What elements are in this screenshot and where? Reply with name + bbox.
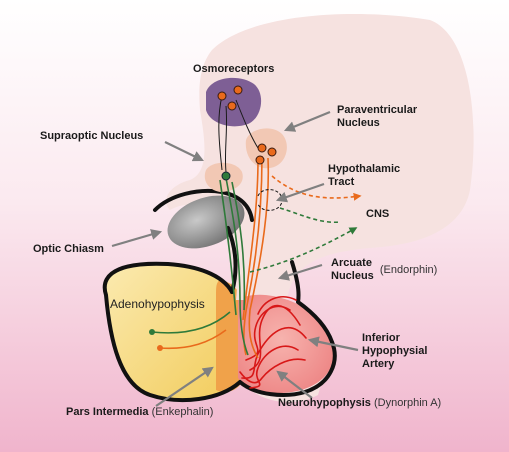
- paraventricular-line1: Paraventricular: [337, 104, 418, 116]
- arcuate-line2-wrap: Nucleus (Endorphin): [331, 264, 437, 283]
- adenohypophysis: [104, 263, 236, 400]
- osmoreceptors-label: Osmoreceptors: [193, 63, 275, 75]
- inferior-line3: Artery: [362, 358, 395, 370]
- inferior-line2: Hypophysial: [362, 345, 428, 357]
- paraventricular-line2: Nucleus: [337, 117, 380, 129]
- optic-chiasm-label: Optic Chiasm: [33, 243, 104, 255]
- neurohypophysis-label: Neurohypophysis (Dynorphin A): [278, 397, 441, 410]
- supraoptic-nucleus-label: Supraoptic Nucleus: [40, 130, 144, 142]
- osmoreceptor-neurons: [217, 85, 243, 111]
- neurohypophysis-name: Neurohypophysis: [278, 397, 371, 409]
- optic-chiasm: [167, 195, 245, 249]
- arcuate-line1: Arcuate: [331, 257, 372, 269]
- inferior-hypophysial-artery-label: Inferior Hypophysial Artery: [362, 332, 427, 371]
- adeno-orange-terminal: [157, 345, 163, 351]
- arcuate-nucleus-label: Arcuate Nucleus (Endorphin): [331, 257, 437, 283]
- arcuate-endorphin: (Endorphin): [379, 264, 438, 276]
- pointer-arrows: [111, 110, 359, 407]
- osmoreceptor-axons: [218, 95, 259, 173]
- adeno-green-terminal: [149, 329, 155, 335]
- paraventricular-neurons: [255, 143, 277, 165]
- pars-intermedia: [216, 280, 240, 393]
- orange-tract: [159, 155, 362, 359]
- pars-intermedia-enkephalin: (Enkephalin): [151, 406, 214, 418]
- neurohypophysis-dynorphin: (Dynorphin A): [373, 397, 442, 409]
- green-tract: [151, 177, 358, 356]
- arcuate-line2: Nucleus: [331, 270, 374, 282]
- inferior-line1: Inferior: [362, 332, 400, 344]
- hypothalamic-line2: Tract: [328, 176, 355, 188]
- cns-label: CNS: [366, 208, 390, 220]
- paraventricular-nucleus-label: Paraventricular Nucleus: [337, 104, 417, 130]
- pars-intermedia-label: Pars Intermedia (Enkephalin): [66, 406, 213, 419]
- hypothalamic-line1: Hypothalamic: [328, 163, 401, 175]
- adenohypophysis-label: Adenohypophysis: [110, 297, 205, 311]
- hypothalamic-tract-label: Hypothalamic Tract: [328, 163, 400, 189]
- pituitary-outline: [102, 260, 337, 403]
- pars-intermedia-name: Pars Intermedia: [66, 406, 149, 418]
- supraoptic-neurons: [221, 171, 231, 181]
- inferior-hypophysial-artery: [239, 296, 307, 389]
